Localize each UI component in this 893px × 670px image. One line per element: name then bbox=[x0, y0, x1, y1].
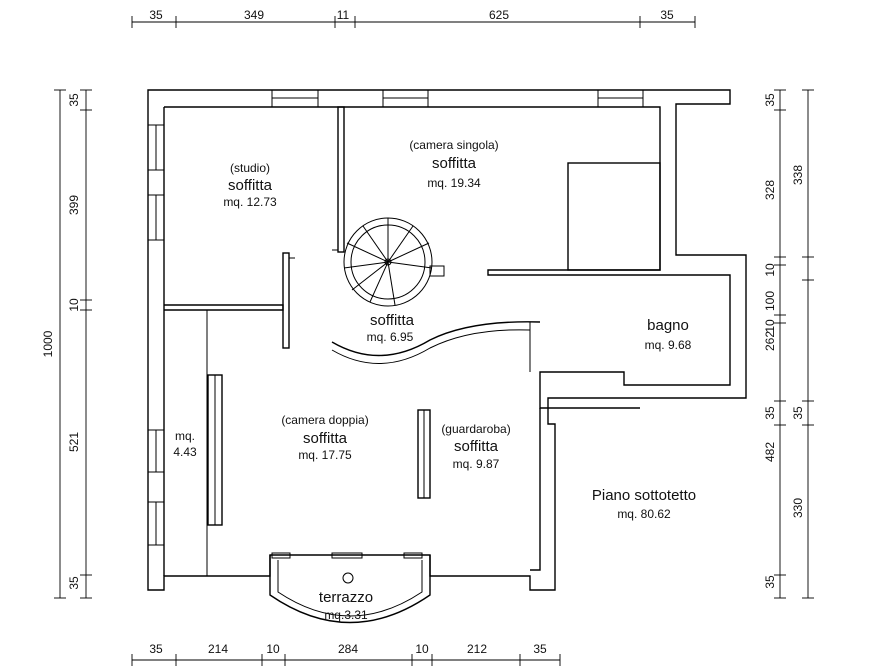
bagno-area: mq. 9.68 bbox=[645, 338, 692, 352]
studio-name: (studio) bbox=[230, 161, 270, 175]
floor-title: Piano sottotetto bbox=[592, 487, 696, 504]
top-dim-4: 625 bbox=[489, 8, 509, 22]
floor-summary: Piano sottotetto mq. 80.62 bbox=[592, 487, 696, 521]
bottom-dimension-line: 35 214 10 284 10 212 35 bbox=[131, 642, 561, 666]
bottom-dim-7: 35 bbox=[533, 642, 547, 656]
room-bagno: bagno mq. 9.68 bbox=[645, 317, 692, 352]
bottom-dim-2: 214 bbox=[208, 642, 228, 656]
camera-doppia-type: soffitta bbox=[303, 430, 348, 447]
room-guardaroba: (guardaroba) soffitta mq. 9.87 bbox=[441, 422, 510, 471]
studio-type: soffitta bbox=[228, 177, 273, 194]
right-inner-dimension-line: 35 328 10 100 10 262 35 482 35 bbox=[763, 89, 786, 599]
top-dimension-line: 35 349 11 625 35 bbox=[131, 8, 696, 28]
ripostiglio-area-value: 4.43 bbox=[173, 445, 197, 459]
room-studio: (studio) soffitta mq. 12.73 bbox=[223, 161, 277, 209]
camera-singola-area: mq. 19.34 bbox=[427, 176, 481, 190]
walls bbox=[147, 89, 747, 591]
bottom-dim-1: 35 bbox=[149, 642, 163, 656]
room-terrazzo: terrazzo mq.3.31 bbox=[319, 589, 373, 622]
right-inner-dim-3: 10 bbox=[763, 263, 777, 277]
guardaroba-area: mq. 9.87 bbox=[453, 457, 500, 471]
bagno-type: bagno bbox=[647, 317, 689, 334]
left-dim-1: 35 bbox=[67, 93, 81, 107]
camera-doppia-name: (camera doppia) bbox=[281, 413, 368, 427]
room-camera-singola: (camera singola) soffitta mq. 19.34 bbox=[409, 138, 498, 190]
terrazzo-balcony bbox=[269, 552, 431, 624]
right-inner-dim-8: 482 bbox=[763, 442, 777, 462]
spiral-staircase bbox=[343, 217, 445, 307]
guardaroba-name: (guardaroba) bbox=[441, 422, 510, 436]
bottom-dim-5: 10 bbox=[415, 642, 429, 656]
bottom-dim-4: 284 bbox=[338, 642, 358, 656]
camera-singola-type: soffitta bbox=[432, 155, 477, 172]
left-total-dim: 1000 bbox=[41, 330, 55, 357]
right-inner-dim-4: 100 bbox=[763, 291, 777, 311]
terrazzo-type: terrazzo bbox=[319, 589, 373, 606]
top-dim-3: 11 bbox=[337, 8, 350, 22]
terrazzo-area: mq.3.31 bbox=[324, 608, 368, 622]
left-dim-4: 521 bbox=[67, 432, 81, 452]
top-dim-1: 35 bbox=[149, 8, 163, 22]
right-inner-dim-9: 35 bbox=[763, 575, 777, 589]
room-disimpegno: soffitta mq. 6.95 bbox=[367, 312, 415, 344]
bottom-dim-3: 10 bbox=[266, 642, 280, 656]
room-camera-doppia: (camera doppia) soffitta mq. 17.75 bbox=[281, 413, 368, 462]
right-inner-dim-6: 262 bbox=[763, 331, 777, 351]
camera-singola-name: (camera singola) bbox=[409, 138, 498, 152]
right-inner-dim-2: 328 bbox=[763, 180, 777, 200]
left-dim-2: 399 bbox=[67, 195, 81, 215]
floor-total-area: mq. 80.62 bbox=[617, 507, 671, 521]
disimpegno-type: soffitta bbox=[370, 312, 415, 329]
right-outer-dim-1: 338 bbox=[791, 165, 805, 185]
room-ripostiglio: mq. 4.43 bbox=[173, 429, 197, 459]
studio-area: mq. 12.73 bbox=[223, 195, 277, 209]
right-inner-dim-5: 10 bbox=[763, 319, 777, 333]
disimpegno-area: mq. 6.95 bbox=[367, 330, 414, 344]
left-dim-3: 10 bbox=[67, 298, 81, 312]
guardaroba-type: soffitta bbox=[454, 438, 499, 455]
top-dim-2: 349 bbox=[244, 8, 264, 22]
right-outer-dim-3: 330 bbox=[791, 498, 805, 518]
bottom-dim-6: 212 bbox=[467, 642, 487, 656]
top-dim-5: 35 bbox=[660, 8, 674, 22]
right-inner-dim-1: 35 bbox=[763, 93, 777, 107]
right-outer-dimension-line: 338 35 330 bbox=[791, 89, 814, 599]
left-dim-5: 35 bbox=[67, 576, 81, 590]
left-dimension-line: 1000 35 399 10 521 35 bbox=[41, 89, 92, 599]
right-outer-dim-2: 35 bbox=[791, 406, 805, 420]
ripostiglio-area-label: mq. bbox=[175, 429, 195, 443]
camera-doppia-area: mq. 17.75 bbox=[298, 448, 352, 462]
right-inner-dim-7: 35 bbox=[763, 406, 777, 420]
